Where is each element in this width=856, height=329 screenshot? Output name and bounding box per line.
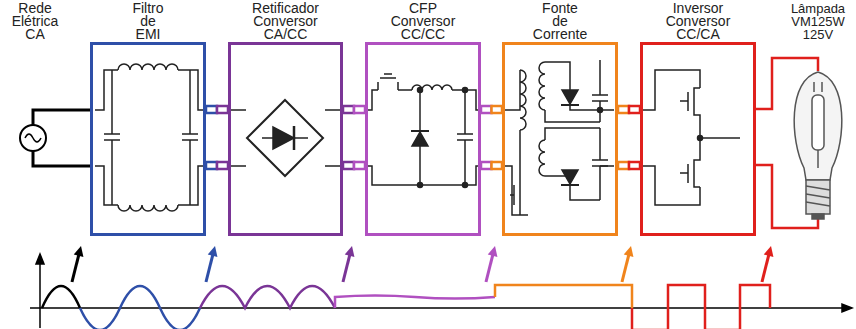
part-label: Lâmpada VM125W 125V bbox=[791, 2, 845, 41]
part-label: Rede Elétrica CA bbox=[12, 2, 59, 41]
heading-wrap: Retificador Conversor CA/CC bbox=[252, 2, 319, 41]
heading-wrap: Inversor Conversor CC/CA bbox=[666, 2, 731, 41]
stage-heading: Filtro de EMI bbox=[132, 2, 163, 41]
stage-box: Fonte de Corrente bbox=[502, 42, 618, 236]
emi-filter-symbol bbox=[95, 64, 205, 211]
heading-wrap: CFP Conversor CC/CC bbox=[391, 2, 456, 41]
inverter-symbol bbox=[643, 70, 740, 205]
current-source-symbol bbox=[505, 60, 614, 215]
stage-heading: Fonte de Corrente bbox=[533, 2, 587, 41]
bus-connector bbox=[343, 106, 365, 169]
stage-heading: Inversor Conversor CC/CA bbox=[666, 2, 731, 41]
pointer-arrows bbox=[72, 246, 773, 282]
rectifier-symbol bbox=[231, 100, 340, 176]
bus-connector bbox=[618, 106, 640, 169]
pfc-converter-symbol bbox=[368, 74, 478, 188]
stage-box: Inversor Conversor CC/CA bbox=[640, 42, 756, 236]
lamp-symbol bbox=[794, 72, 842, 219]
stage-box: Filtro de EMI bbox=[90, 42, 206, 236]
stage-heading: CFP Conversor CC/CC bbox=[391, 2, 456, 41]
bus-connector bbox=[206, 106, 228, 169]
label-wrap: Lâmpada VM125W 125V bbox=[791, 2, 845, 41]
axis bbox=[30, 254, 852, 328]
stage-heading: Retificador Conversor CA/CC bbox=[252, 2, 319, 41]
stage-box: Retificador Conversor CA/CC bbox=[228, 42, 343, 236]
bus-connector bbox=[481, 106, 502, 169]
heading-wrap: Fonte de Corrente bbox=[533, 2, 587, 41]
ac-source bbox=[20, 110, 90, 166]
waveform bbox=[42, 285, 770, 329]
heading-wrap: Filtro de EMI bbox=[132, 2, 163, 41]
stage-box: CFP Conversor CC/CC bbox=[365, 42, 481, 236]
label-wrap: Rede Elétrica CA bbox=[12, 2, 59, 41]
